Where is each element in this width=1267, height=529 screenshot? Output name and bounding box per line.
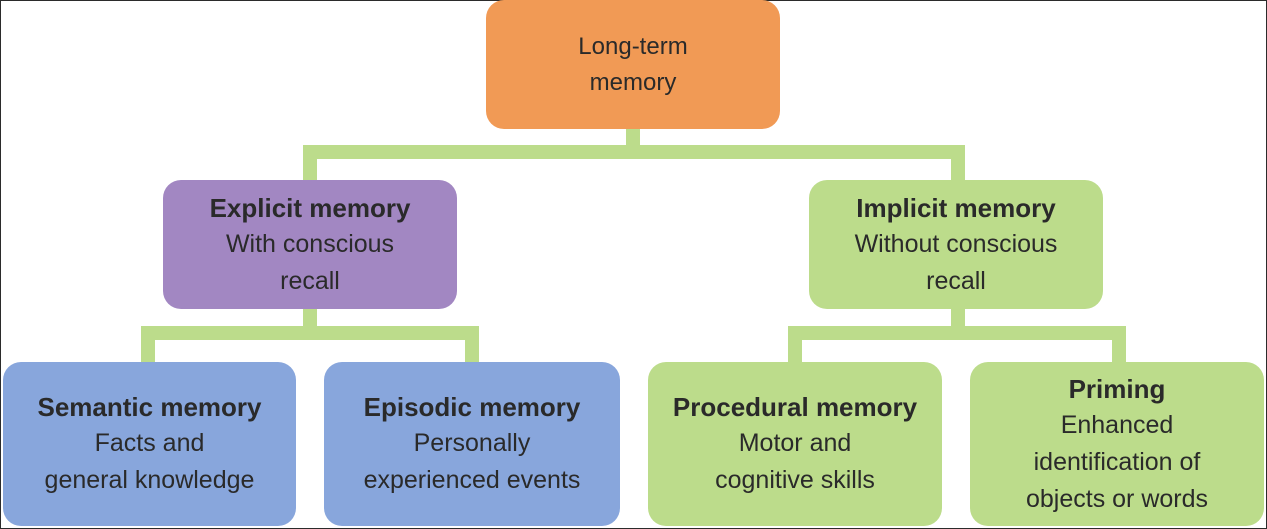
priming-title: Priming (1068, 373, 1166, 404)
explicit-memory-description: With conscious recall (225, 229, 395, 295)
priming-node: Priming Enhanced identification of objec… (970, 362, 1264, 526)
connector-episodic-drop (465, 326, 479, 364)
semantic-memory-title: Semantic memory (37, 392, 262, 422)
implicit-memory-description: Without conscious recall (854, 229, 1058, 295)
long-term-memory-node: Long-term memory (486, 0, 780, 129)
semantic-memory-node: Semantic memory Facts and general knowle… (3, 362, 296, 526)
connector-explicit-drop (303, 145, 317, 182)
explicit-memory-node: Explicit memory With conscious recall (163, 180, 457, 309)
implicit-memory-node: Implicit memory Without conscious recall (809, 180, 1103, 309)
episodic-memory-node: Episodic memory Personally experienced e… (324, 362, 620, 526)
long-term-memory-label: Long-term memory (578, 32, 688, 96)
procedural-memory-title: Procedural memory (672, 392, 918, 422)
procedural-memory-description: Motor and cognitive skills (715, 429, 875, 494)
connector-level1-bar (303, 145, 965, 159)
connector-priming-drop (1112, 326, 1126, 364)
explicit-memory-title: Explicit memory (209, 192, 411, 223)
connector-procedural-drop (788, 326, 802, 364)
connector-implicit-bar (788, 326, 1126, 340)
connector-implicit-drop (951, 145, 965, 182)
procedural-memory-node: Procedural memory Motor and cognitive sk… (648, 362, 942, 526)
episodic-memory-description: Personally experienced events (363, 429, 581, 494)
priming-description: Enhanced identification of objects or wo… (1025, 410, 1209, 513)
semantic-memory-description: Facts and general knowledge (44, 429, 255, 494)
episodic-memory-title: Episodic memory (363, 392, 581, 422)
connector-semantic-drop (141, 326, 155, 364)
connector-explicit-bar (141, 326, 479, 340)
implicit-memory-title: Implicit memory (856, 192, 1056, 223)
